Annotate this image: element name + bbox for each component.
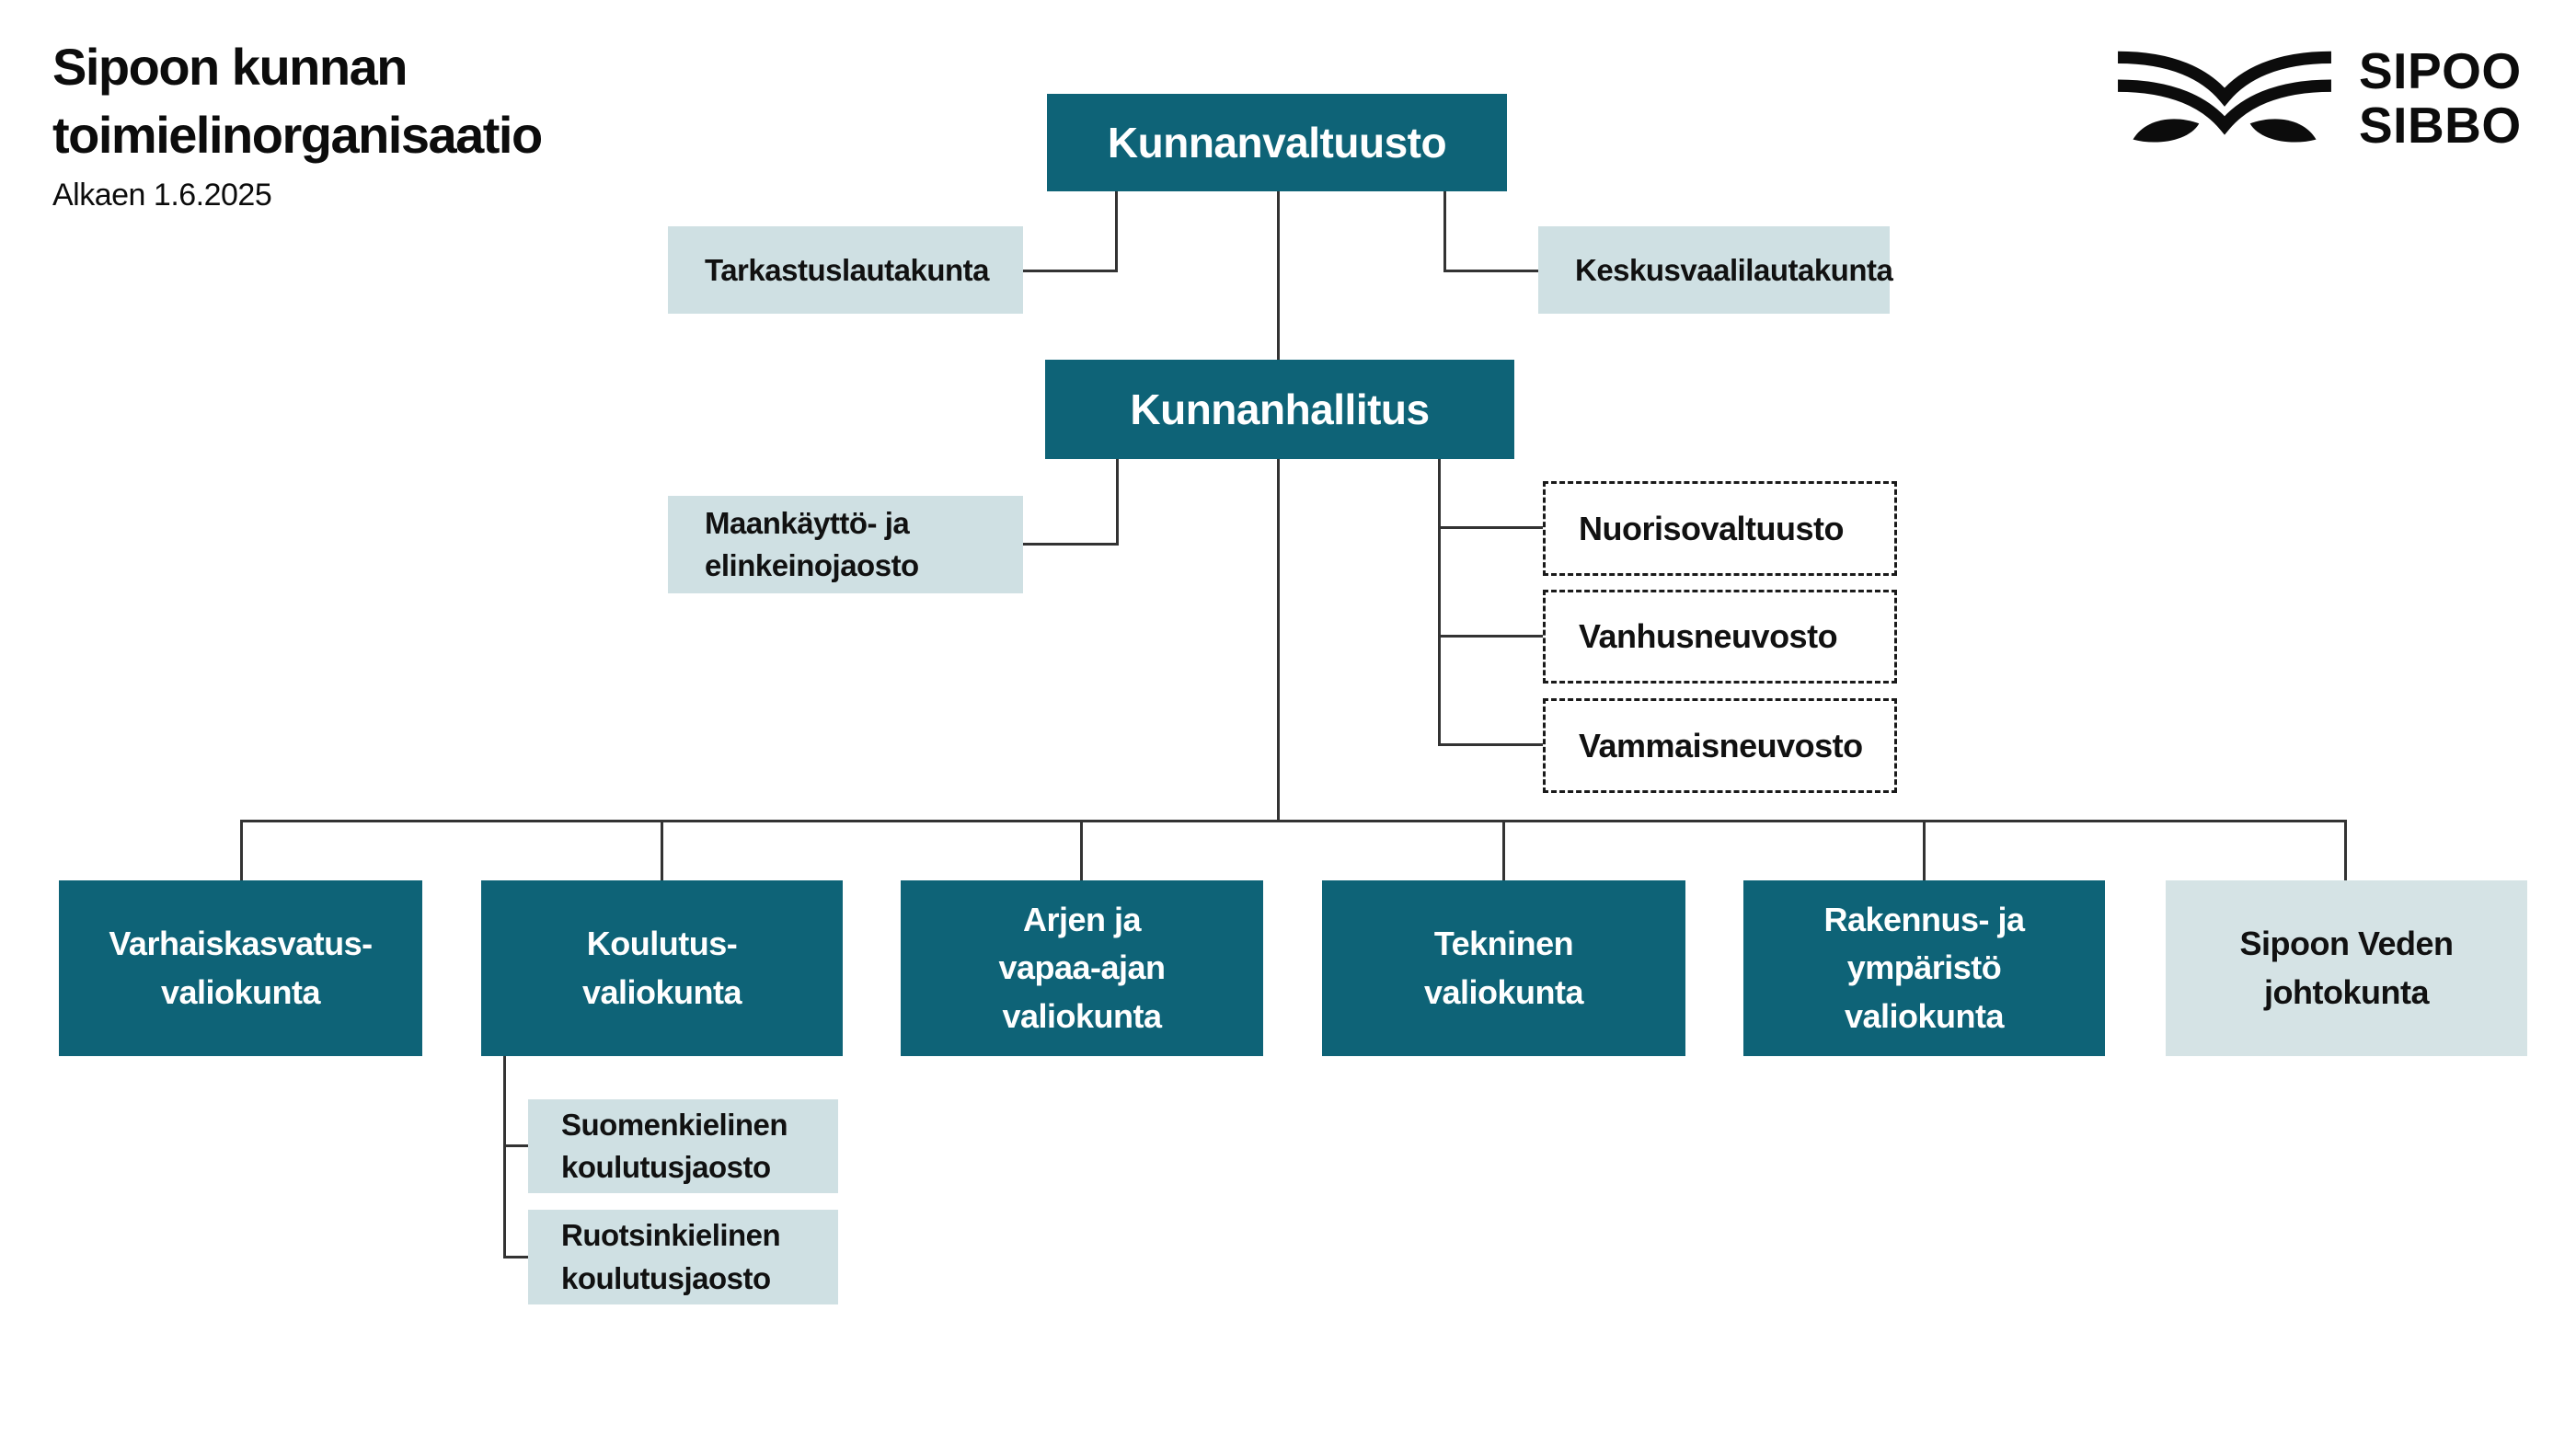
page-title: Sipoon kunnan toimielinorganisaatio xyxy=(52,38,543,165)
node-suomenkielinen-koulutusjaosto: Suomenkielinen koulutusjaosto xyxy=(528,1099,838,1193)
connector-line xyxy=(1438,526,1543,529)
node-label: Ruotsinkielinen koulutusjaosto xyxy=(561,1218,781,1295)
node-vanhusneuvosto: Vanhusneuvosto xyxy=(1543,590,1897,684)
connector-line xyxy=(1443,270,1538,272)
sipoo-logo-icon xyxy=(2118,51,2331,143)
node-tekninen-valiokunta: Tekninen valiokunta xyxy=(1322,880,1685,1056)
connector-line xyxy=(1502,820,1505,880)
node-label: Tarkastuslautakunta xyxy=(705,252,990,287)
node-label: Rakennus- ja ympäristö valiokunta xyxy=(1823,901,2025,1035)
node-sipoon-veden-johtokunta: Sipoon Veden johtokunta xyxy=(2166,880,2527,1056)
logo-line-sipoo: SIPOO xyxy=(2359,42,2522,99)
connector-line xyxy=(1277,459,1280,822)
node-arjen-ja-vapaa-ajan-valiokunta: Arjen ja vapaa-ajan valiokunta xyxy=(901,880,1263,1056)
node-label: Arjen ja vapaa-ajan valiokunta xyxy=(998,901,1166,1035)
node-label: Keskusvaalilautakunta xyxy=(1575,252,1893,287)
node-vammaisneuvosto: Vammaisneuvosto xyxy=(1543,698,1897,793)
node-label: Maankäyttö- ja elinkeinojaosto xyxy=(705,505,919,582)
node-rakennus-ja-ymparisto-valiokunta: Rakennus- ja ympäristö valiokunta xyxy=(1743,880,2105,1056)
connector-line xyxy=(2344,820,2347,880)
connector-line xyxy=(1438,635,1543,638)
node-label: Vanhusneuvosto xyxy=(1579,617,1838,655)
connector-line xyxy=(1023,270,1118,272)
sipoo-logo-text: SIPOO SIBBO xyxy=(2359,44,2522,153)
title-block: Sipoon kunnan toimielinorganisaatio Alka… xyxy=(52,33,543,213)
node-keskusvaalilautakunta: Keskusvaalilautakunta xyxy=(1538,226,1893,314)
node-varhaiskasvatusvaliokunta: Varhaiskasvatus- valiokunta xyxy=(59,880,422,1056)
connector-line xyxy=(1443,191,1446,272)
connector-line xyxy=(1438,743,1543,746)
node-label: Vammaisneuvosto xyxy=(1579,726,1863,764)
node-label: Sipoon Veden johtokunta xyxy=(2239,925,2454,1011)
node-tarkastuslautakunta: Tarkastuslautakunta xyxy=(668,226,1023,314)
connector-line xyxy=(503,1144,528,1147)
node-label: Tekninen valiokunta xyxy=(1423,925,1584,1011)
connector-line xyxy=(661,820,663,880)
connector-line xyxy=(1115,191,1118,272)
node-label: Nuorisovaltuusto xyxy=(1579,509,1845,547)
connector-line xyxy=(1116,459,1119,545)
connector-line xyxy=(1277,191,1280,360)
connector-line xyxy=(1438,459,1441,746)
connector-line xyxy=(503,1256,528,1258)
node-nuorisovaltuusto: Nuorisovaltuusto xyxy=(1543,481,1897,576)
node-label: Varhaiskasvatus- valiokunta xyxy=(109,925,373,1011)
node-label: Kunnanhallitus xyxy=(1130,385,1430,433)
connector-line xyxy=(240,820,243,880)
page-subtitle: Alkaen 1.6.2025 xyxy=(52,177,272,213)
node-label: Kunnanvaltuusto xyxy=(1107,119,1447,167)
node-maankaytto-ja-elinkeinojaosto: Maankäyttö- ja elinkeinojaosto xyxy=(668,496,1023,593)
connector-line xyxy=(240,820,2347,822)
node-label: Koulutus- valiokunta xyxy=(581,925,742,1011)
node-koulutusvaliokunta: Koulutus- valiokunta xyxy=(481,880,843,1056)
node-kunnanvaltuusto: Kunnanvaltuusto xyxy=(1047,94,1507,191)
sipoo-logo: SIPOO SIBBO xyxy=(2116,44,2522,153)
node-label: Suomenkielinen koulutusjaosto xyxy=(561,1107,788,1184)
connector-line xyxy=(1023,543,1119,546)
connector-line xyxy=(1080,820,1083,880)
logo-line-sibbo: SIBBO xyxy=(2359,96,2522,154)
connector-line xyxy=(1923,820,1926,880)
connector-line xyxy=(503,1056,506,1258)
node-ruotsinkielinen-koulutusjaosto: Ruotsinkielinen koulutusjaosto xyxy=(528,1210,838,1304)
node-kunnanhallitus: Kunnanhallitus xyxy=(1045,360,1514,459)
